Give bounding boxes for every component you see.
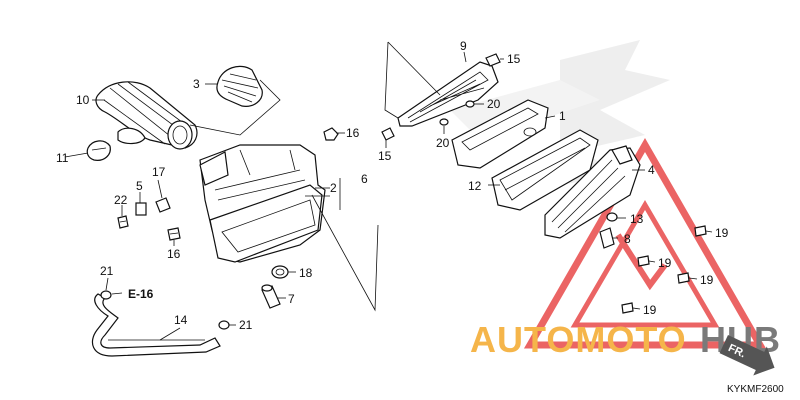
watermark-triangle (523, 137, 767, 349)
bolt-19-c (677, 272, 690, 284)
element-cover-part (397, 61, 499, 127)
callout-12: 12 (468, 179, 482, 193)
callout-20-lower: 20 (436, 136, 450, 150)
direction-badge: FR. (719, 335, 775, 376)
callout-9: 9 (460, 39, 467, 53)
clip-21-upper (100, 290, 112, 300)
clip-15-lower (381, 127, 395, 141)
bolt-19-d (621, 302, 634, 314)
callout-10: 10 (76, 93, 90, 107)
callout-16-lower: 16 (167, 247, 181, 261)
callout-21-lower: 21 (239, 318, 253, 332)
collar-8 (599, 227, 615, 249)
clip-15-upper (485, 53, 501, 67)
screw-22 (117, 215, 129, 229)
leader-lines (64, 41, 713, 341)
air-cleaner-case-part (199, 144, 326, 263)
callout-21-upper: 21 (100, 264, 114, 278)
reference-label: E-16 (128, 287, 154, 301)
washer-5 (135, 202, 147, 216)
connecting-tube-part (216, 65, 263, 107)
callout-13: 13 (630, 212, 644, 226)
diagram-code: KYKMF2600 (727, 384, 784, 395)
callout-2: 2 (330, 181, 337, 195)
bolt-16-lower (167, 227, 181, 241)
clamp-part (86, 140, 111, 161)
drain-tube-7 (261, 284, 281, 309)
callout-20-upper: 20 (487, 97, 501, 111)
callout-6: 6 (361, 172, 368, 186)
bolt-16-upper (323, 127, 339, 141)
callout-22: 22 (114, 193, 128, 207)
callout-4: 4 (648, 163, 655, 177)
callout-18: 18 (299, 266, 313, 280)
callout-14: 14 (174, 313, 188, 327)
bolt-19-b (637, 255, 650, 267)
callout-15-lower: 15 (378, 149, 392, 163)
callout-7: 7 (288, 292, 295, 306)
callout-8: 8 (624, 232, 631, 246)
callout-19-d: 19 (643, 303, 657, 317)
air-element-part (451, 99, 549, 169)
drain-hose-14 (91, 293, 221, 357)
callout-19-b: 19 (658, 256, 672, 270)
watermark-word-orange: AUTOMOTO (470, 319, 687, 360)
watermark-logo: AUTOMOTO HUB (470, 319, 780, 360)
screw-20-lower (439, 118, 449, 126)
bolt-19-a (694, 225, 707, 237)
grommet-13 (606, 212, 618, 222)
clip-17 (155, 197, 171, 213)
callout-11: 11 (56, 151, 69, 165)
callout-19-a: 19 (715, 226, 729, 240)
callout-3: 3 (193, 77, 200, 91)
callout-5: 5 (136, 179, 143, 193)
callout-1: 1 (559, 109, 566, 123)
callout-16-upper: 16 (346, 126, 360, 140)
callout-17: 17 (152, 165, 166, 179)
callout-19-c: 19 (700, 273, 714, 287)
outer-cover-part (544, 145, 641, 239)
screw-20-upper (465, 100, 475, 108)
grommet-18 (271, 265, 289, 279)
clip-21-lower (218, 320, 230, 330)
intake-duct-part (95, 81, 198, 150)
callout-15-upper: 15 (507, 52, 521, 66)
